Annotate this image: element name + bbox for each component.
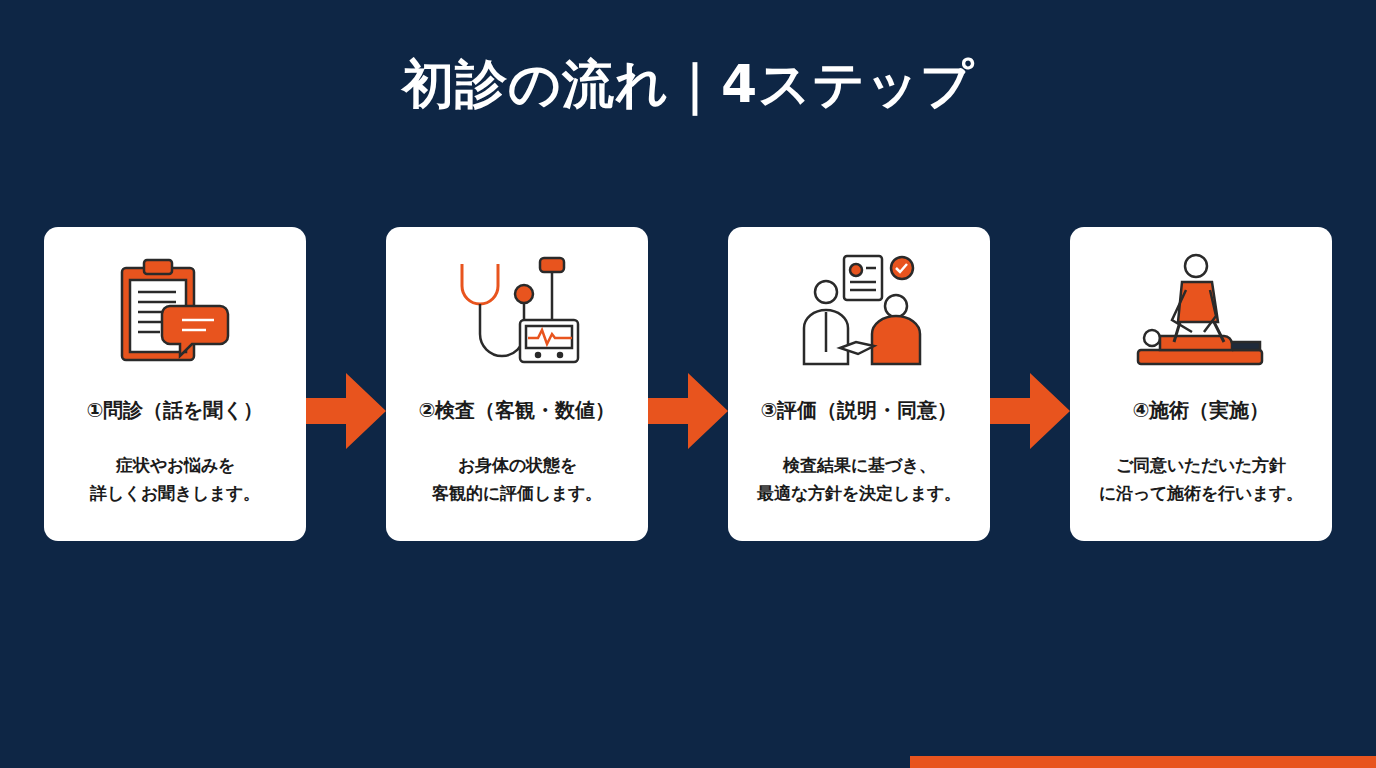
step-heading: ④施術（実施）: [1070, 397, 1332, 424]
diagram-title: 初診の流れ｜4ステップ: [0, 50, 1376, 120]
step-heading: ①問診（話を聞く）: [44, 397, 306, 424]
step-heading: ②検査（客観・数値）: [386, 397, 648, 424]
flow-arrow: [990, 373, 1070, 449]
accent-bar: [910, 756, 1376, 768]
step-card: ②検査（客観・数値） お身体の状態を 客観的に評価します。: [386, 227, 648, 541]
step-description: 検査結果に基づき、 最適な方針を決定します。: [738, 451, 980, 507]
step-card: ③評価（説明・同意） 検査結果に基づき、 最適な方針を決定します。: [728, 227, 990, 541]
step-description: お身体の状態を 客観的に評価します。: [396, 451, 638, 507]
step-description: 症状やお悩みを 詳しくお聞きします。: [54, 451, 296, 507]
step-heading: ③評価（説明・同意）: [728, 397, 990, 424]
flow-arrow: [306, 373, 386, 449]
flow-arrow: [648, 373, 728, 449]
step-description: ご同意いただいた方針 に沿って施術を行います。: [1080, 451, 1322, 507]
step-card: ④施術（実施） ご同意いただいた方針 に沿って施術を行います。: [1070, 227, 1332, 541]
step-card: ①問診（話を聞く） 症状やお悩みを 詳しくお聞きします。: [44, 227, 306, 541]
